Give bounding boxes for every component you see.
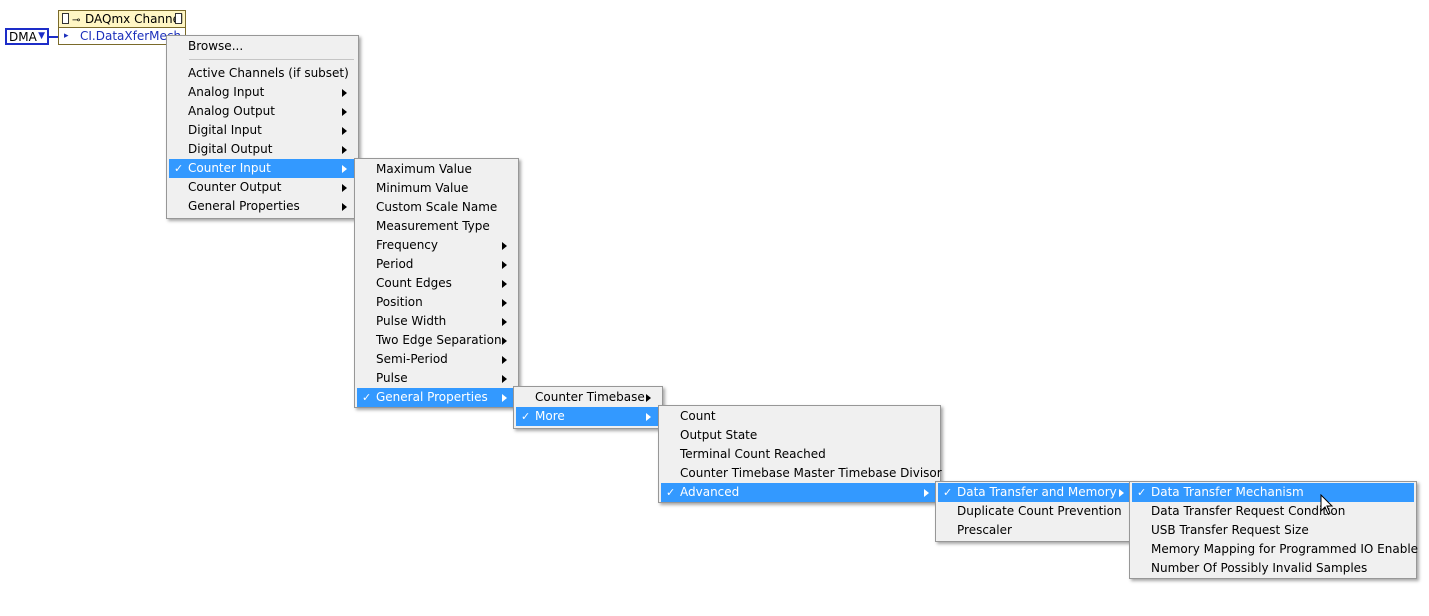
submenu-arrow-icon: [342, 184, 347, 192]
submenu-arrow-icon: [342, 89, 347, 97]
submenu-arrow-icon: [502, 356, 507, 364]
submenu-arrow-icon: [342, 165, 347, 173]
menu-item-more[interactable]: ✓More: [516, 407, 660, 426]
menu-item-counter-timebase[interactable]: Counter Timebase: [516, 388, 660, 407]
menu-item-general-properties[interactable]: General Properties: [169, 197, 356, 216]
menu-item-analog-input[interactable]: Analog Input: [169, 83, 356, 102]
submenu-arrow-icon: [502, 242, 507, 250]
reference-out-icon: [175, 13, 182, 24]
menu-item-pulse-width[interactable]: Pulse Width: [357, 312, 516, 331]
property-node-title: DAQmx Channel: [85, 12, 184, 26]
menu-item-browse[interactable]: Browse...: [188, 39, 244, 53]
submenu-arrow-icon: [342, 127, 347, 135]
menu-item-pulse[interactable]: Pulse: [357, 369, 516, 388]
menu-item-output-state[interactable]: Output State: [680, 428, 758, 442]
property-node-property[interactable]: ▸ CI.DataXferMech: [58, 28, 186, 45]
channel-plug-icon: ⊸: [72, 15, 81, 26]
menu-item-data-transfer-request-condition[interactable]: Data Transfer Request Condition: [1151, 504, 1346, 518]
menu-item-ci-general-properties[interactable]: ✓General Properties: [357, 388, 516, 407]
menu-item-count[interactable]: Count: [680, 409, 716, 423]
general-properties-submenu: Counter Timebase ✓More: [513, 386, 663, 429]
submenu-arrow-icon: [502, 280, 507, 288]
menu-item-data-transfer-and-memory[interactable]: ✓Data Transfer and Memory: [938, 483, 1133, 502]
menu-item-advanced[interactable]: ✓Advanced: [661, 483, 938, 502]
check-icon: ✓: [666, 486, 676, 499]
property-name: CI.DataXferMech: [80, 29, 182, 43]
check-icon: ✓: [943, 486, 953, 499]
menu-item-digital-output[interactable]: Digital Output: [169, 140, 356, 159]
input-arrow-icon: ▸: [64, 31, 69, 41]
menu-item-maximum-value[interactable]: Maximum Value: [376, 162, 472, 176]
menu-item-analog-output[interactable]: Analog Output: [169, 102, 356, 121]
menu-item-data-transfer-mechanism[interactable]: ✓Data Transfer Mechanism: [1132, 483, 1414, 502]
advanced-submenu: ✓Data Transfer and Memory Duplicate Coun…: [935, 481, 1136, 542]
menu-item-two-edge-separation[interactable]: Two Edge Separation: [357, 331, 516, 350]
menu-item-terminal-count-reached[interactable]: Terminal Count Reached: [680, 447, 826, 461]
submenu-arrow-icon: [342, 146, 347, 154]
menu-item-active-channels[interactable]: Active Channels (if subset): [188, 66, 349, 80]
reference-in-icon: [62, 13, 69, 24]
menu-item-counter-output[interactable]: Counter Output: [169, 178, 356, 197]
dropdown-arrow-icon[interactable]: ▼: [38, 31, 45, 41]
menu-item-usb-transfer-request-size[interactable]: USB Transfer Request Size: [1151, 523, 1309, 537]
counter-input-submenu: Maximum Value Minimum Value Custom Scale…: [354, 158, 519, 408]
menu-item-minimum-value[interactable]: Minimum Value: [376, 181, 469, 195]
mouse-cursor-icon: [1320, 494, 1334, 515]
menu-item-measurement-type[interactable]: Measurement Type: [376, 219, 490, 233]
check-icon: ✓: [174, 162, 184, 175]
menu-item-period[interactable]: Period: [357, 255, 516, 274]
menu-item-count-edges[interactable]: Count Edges: [357, 274, 516, 293]
menu-item-position[interactable]: Position: [357, 293, 516, 312]
more-submenu: Count Output State Terminal Count Reache…: [658, 405, 942, 503]
menu-item-custom-scale-name[interactable]: Custom Scale Name: [376, 200, 498, 214]
menu-item-prescaler[interactable]: Prescaler: [957, 523, 1012, 537]
menu-item-counter-input[interactable]: ✓Counter Input: [169, 159, 356, 178]
submenu-arrow-icon: [502, 375, 507, 383]
dma-ring-constant[interactable]: DMA ▼: [5, 28, 49, 45]
menu-item-semi-period[interactable]: Semi-Period: [357, 350, 516, 369]
submenu-arrow-icon: [342, 108, 347, 116]
context-menu: Browse... Active Channels (if subset) An…: [166, 35, 359, 219]
submenu-arrow-icon: [646, 394, 651, 402]
submenu-arrow-icon: [342, 203, 347, 211]
menu-item-frequency[interactable]: Frequency: [357, 236, 516, 255]
submenu-arrow-icon: [502, 337, 507, 345]
menu-separator: [189, 59, 354, 60]
check-icon: ✓: [521, 410, 531, 423]
menu-item-invalid-samples[interactable]: Number Of Possibly Invalid Samples: [1151, 561, 1368, 575]
data-transfer-submenu: ✓Data Transfer Mechanism Data Transfer R…: [1129, 481, 1419, 579]
submenu-arrow-icon: [502, 318, 507, 326]
menu-item-duplicate-count-prevention[interactable]: Duplicate Count Prevention: [957, 504, 1122, 518]
wire: [49, 36, 58, 38]
submenu-arrow-icon: [924, 489, 929, 497]
submenu-arrow-icon: [502, 261, 507, 269]
menu-item-digital-input[interactable]: Digital Input: [169, 121, 356, 140]
menu-item-memory-mapping[interactable]: Memory Mapping for Programmed IO Enable: [1151, 542, 1419, 556]
submenu-arrow-icon: [502, 394, 507, 402]
property-node-header[interactable]: ⊸ DAQmx Channel: [58, 10, 186, 28]
submenu-arrow-icon: [502, 299, 507, 307]
submenu-arrow-icon: [646, 413, 651, 421]
submenu-arrow-icon: [1119, 489, 1124, 497]
check-icon: ✓: [362, 391, 372, 404]
dma-constant-value: DMA: [9, 30, 37, 44]
menu-item-timebase-divisor[interactable]: Counter Timebase Master Timebase Divisor: [680, 466, 942, 480]
check-icon: ✓: [1137, 486, 1147, 499]
